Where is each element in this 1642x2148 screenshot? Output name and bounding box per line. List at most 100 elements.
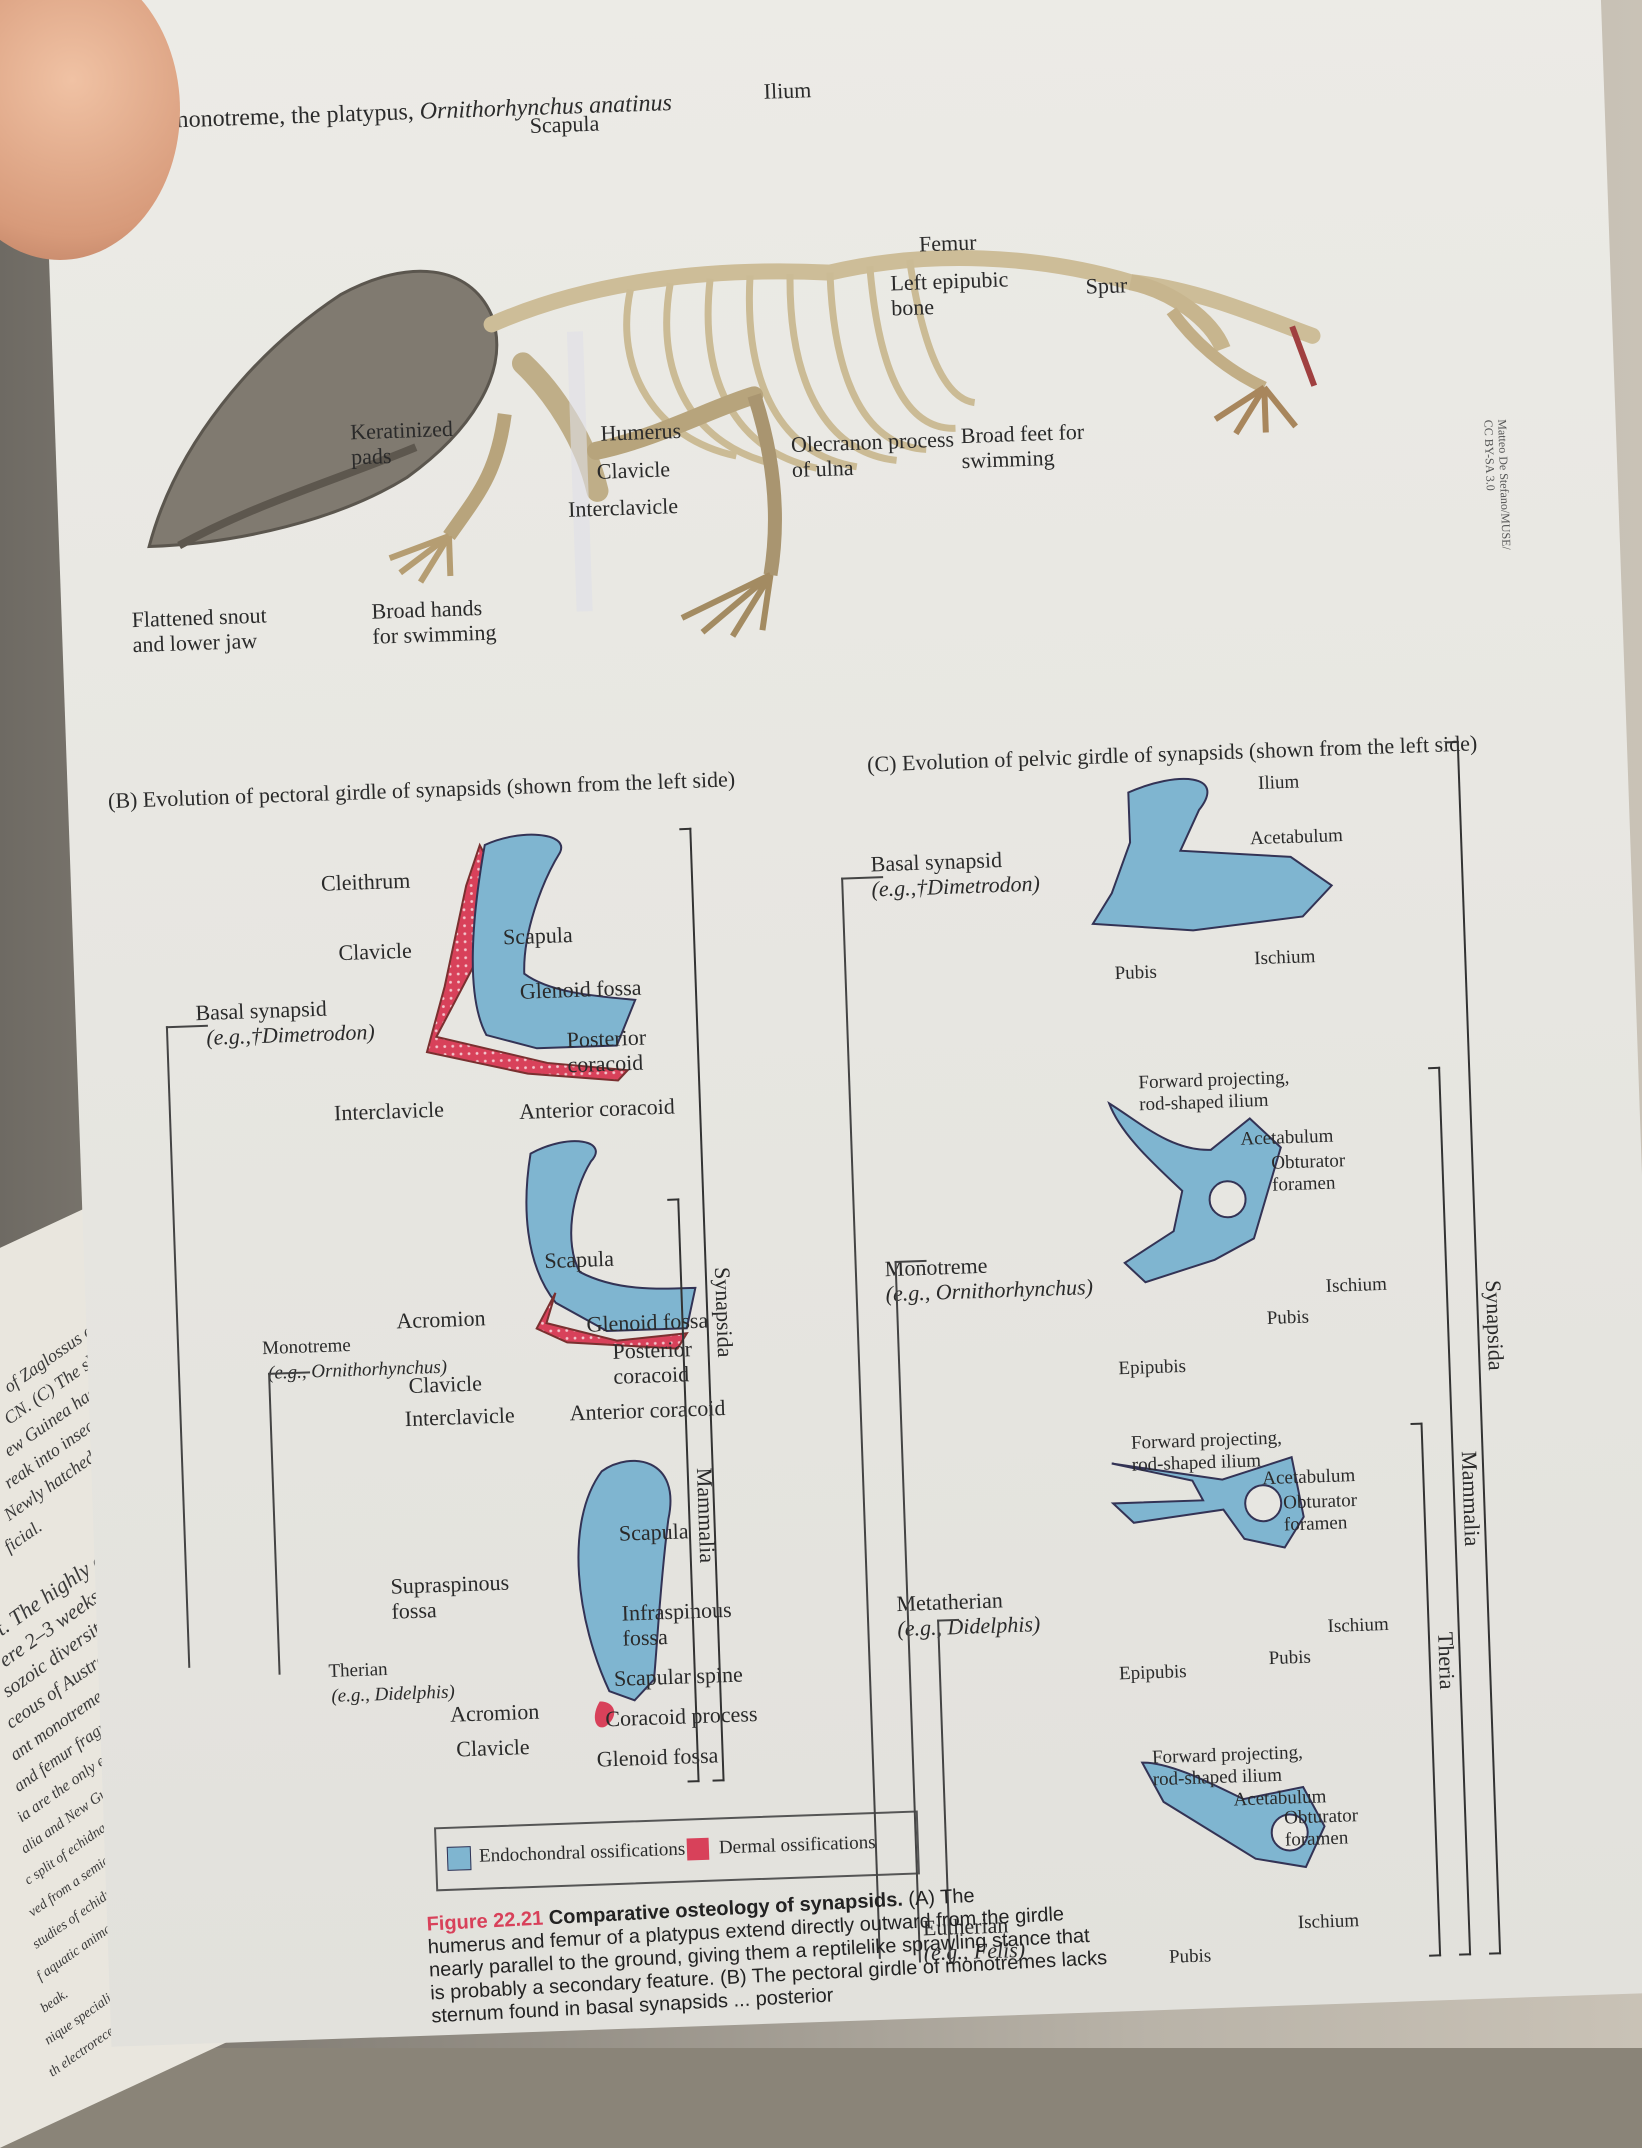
c-meta-epipubis: Epipubis xyxy=(1118,1661,1187,1685)
b-basal-cleithrum: Cleithrum xyxy=(320,867,411,896)
label-left-epipubic: Left epipubic bone xyxy=(889,266,1009,321)
label-interclavicle: Interclavicle xyxy=(567,493,679,522)
label-spur: Spur xyxy=(1085,272,1128,299)
c-meta-pubis: Pubis xyxy=(1268,1646,1312,1670)
femur-bone xyxy=(1166,307,1267,393)
b-basal-anterior-coracoid: Anterior coracoid xyxy=(518,1093,676,1124)
c-basal-ilium: Ilium xyxy=(1257,771,1300,794)
c-side-mammalia: Mammalia xyxy=(1456,1450,1486,1547)
hand-left xyxy=(680,572,774,638)
skull xyxy=(147,269,499,549)
basal-scapula xyxy=(471,833,637,1050)
c-mono-pelvis xyxy=(1107,1100,1282,1284)
c-basal-pubis: Pubis xyxy=(1114,961,1158,985)
mono-dermal xyxy=(535,1292,689,1350)
legend-swatch-endochondral xyxy=(446,1846,472,1871)
b-cladogram xyxy=(165,1024,231,1668)
b-mono-name: Monotreme xyxy=(261,1334,352,1360)
lower-jaw xyxy=(177,443,418,549)
b-ther-spine: Scapular spine xyxy=(613,1661,744,1691)
spur-bone xyxy=(1289,325,1318,387)
c-euth-pubis: Pubis xyxy=(1168,1945,1212,1968)
label-femur: Femur xyxy=(918,229,977,257)
c-meta-forward: Forward projecting, rod-shaped ilium xyxy=(1130,1427,1283,1476)
c-mono-epipubis: Epipubis xyxy=(1118,1355,1187,1380)
c-mono-acetabulum: Acetabulum xyxy=(1240,1125,1334,1150)
c-basal-ischium: Ischium xyxy=(1253,946,1316,970)
b-mono-interclavicle: Interclavicle xyxy=(404,1402,516,1432)
b-basal-interclavicle: Interclavicle xyxy=(333,1096,445,1126)
b-side-synapsida: Synapsida xyxy=(709,1266,739,1358)
c-mono-pubis: Pubis xyxy=(1266,1306,1310,1329)
c-side-theria: Theria xyxy=(1433,1631,1461,1690)
b-ther-name: Therian xyxy=(328,1658,388,1682)
ribcage xyxy=(623,259,976,472)
vertebral-column xyxy=(483,250,1321,344)
label-scapula: Scapula xyxy=(529,110,600,138)
c-euth-forward: Forward projecting, rod-shaped ilium xyxy=(1151,1742,1304,1791)
therian-scapula xyxy=(577,1459,672,1702)
legend-dermal: Dermal ossifications xyxy=(718,1831,876,1859)
c-side-synapsida: Synapsida xyxy=(1480,1279,1510,1371)
forelimb-right xyxy=(443,413,512,541)
caption-rest: (A) The xyxy=(907,1884,976,1911)
platypus-skeleton xyxy=(147,250,1321,638)
label-humerus: Humerus xyxy=(600,417,682,446)
humerus-bone xyxy=(587,386,764,460)
c-basal-pelvis xyxy=(1091,777,1334,932)
label-keratinized-pads: Keratinized pads xyxy=(349,415,454,470)
b-cladogram-inner xyxy=(268,1371,321,1675)
label-olecranon: Olecranon process of ulna xyxy=(790,426,955,483)
c-meta-pelvis xyxy=(1110,1455,1305,1549)
c-meta-ischium: Ischium xyxy=(1327,1613,1390,1638)
panel-b-title: (B) Evolution of pectoral girdle of syna… xyxy=(107,766,736,814)
textbook-page: f a monotreme, the platypus, Ornithorhyn… xyxy=(40,0,1642,2047)
label-ilium: Ilium xyxy=(763,77,812,104)
mono-scapula xyxy=(525,1140,697,1333)
c-euth-obturator-label: Obturator foramen xyxy=(1283,1805,1359,1851)
c-basal-example: (e.g.,†Dimetrodon) xyxy=(871,870,1041,902)
b-basal-posterior-coracoid: Posterior coracoid xyxy=(566,1024,647,1078)
b-basal-glenoid: Glenoid fossa xyxy=(519,974,642,1004)
c-meta-acetabulum: Acetabulum xyxy=(1261,1465,1356,1490)
label-snout: Flattened snout and lower jaw xyxy=(131,602,268,658)
b-mono-acromion: Acromion xyxy=(395,1305,486,1334)
c-euth-obturator xyxy=(1270,1813,1309,1852)
c-euth-ischium: Ischium xyxy=(1297,1910,1360,1934)
b-ther-coracoid: Coracoid process xyxy=(604,1701,758,1732)
photo-credit: Matteo De Stefano/MUSE/ CC BY-SA 3.0 xyxy=(1481,418,1514,551)
label-clavicle: Clavicle xyxy=(596,456,671,484)
b-side-mammalia: Mammalia xyxy=(691,1467,721,1564)
figure-caption: Figure 22.21 Comparative osteology of sy… xyxy=(426,1878,1109,2028)
c-meta-obturator-label: Obturator foramen xyxy=(1282,1489,1358,1536)
b-ther-supraspinous: Supraspinous fossa xyxy=(390,1569,510,1625)
label-broad-feet: Broad feet for swimming xyxy=(960,418,1085,474)
pectoral-girdle-illustrations xyxy=(425,833,697,1728)
legend-endochondral: Endochondral ossifications xyxy=(478,1838,686,1867)
forelimb-left xyxy=(747,393,782,576)
pelvic-girdle-illustrations xyxy=(1091,777,1334,1869)
b-mono-scapula: Scapula xyxy=(543,1245,615,1274)
display-stand xyxy=(566,331,593,612)
scapula-bone xyxy=(511,352,609,502)
c-basal-acetabulum: Acetabulum xyxy=(1249,825,1344,850)
b-ther-example: (e.g., Didelphis) xyxy=(331,1681,456,1707)
b-ther-glenoid: Glenoid fossa xyxy=(596,1742,719,1772)
therian-clavicle xyxy=(594,1701,615,1728)
c-mono-forward: Forward projecting, rod-shaped ilium xyxy=(1138,1067,1290,1116)
b-basal-example: (e.g.,†Dimetrodon) xyxy=(205,1018,376,1050)
c-mono-obturator xyxy=(1208,1180,1247,1219)
legend-swatch-dermal xyxy=(686,1837,710,1861)
c-meta-obturator xyxy=(1244,1484,1283,1523)
hind-foot xyxy=(1213,384,1298,436)
c-mono-obturator-label: Obturator foramen xyxy=(1270,1150,1346,1196)
b-ther-clavicle: Clavicle xyxy=(455,1733,530,1762)
c-mono-ischium: Ischium xyxy=(1325,1273,1388,1297)
label-broad-hands: Broad hands for swimming xyxy=(371,594,497,650)
b-ther-acromion: Acromion xyxy=(449,1698,540,1727)
pelvis-bone xyxy=(1128,274,1231,353)
b-basal-scapula: Scapula xyxy=(502,921,574,950)
hand-right xyxy=(388,533,454,584)
b-mono-glenoid: Glenoid fossa xyxy=(586,1307,709,1337)
b-basal-clavicle: Clavicle xyxy=(337,937,413,966)
